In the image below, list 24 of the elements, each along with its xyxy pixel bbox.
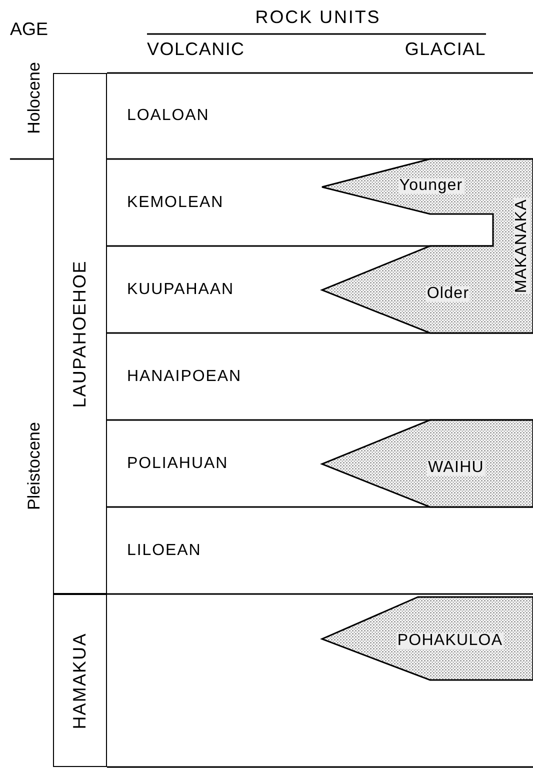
column-heading: AGE bbox=[10, 20, 48, 38]
stage-name: KEMOLEAN bbox=[127, 192, 224, 212]
column-heading: ROCK UNITS bbox=[255, 8, 381, 26]
unit-name: Older bbox=[426, 286, 470, 302]
age-name: Pleistocene bbox=[26, 422, 42, 510]
glacial-wedge bbox=[322, 420, 533, 507]
column-heading: GLACIAL bbox=[404, 40, 486, 58]
unit-name: WAIHU bbox=[427, 460, 485, 476]
formation-band bbox=[53, 594, 107, 767]
stage-name: LOALOAN bbox=[127, 106, 210, 126]
unit-name: POHAKULOA bbox=[396, 633, 504, 649]
formation-name: LAUPAHOEHOE bbox=[68, 260, 90, 408]
unit-name: MAKANAKA bbox=[514, 198, 530, 294]
stage-name: HANAIPOEAN bbox=[127, 366, 242, 386]
formation-name: HAMAKUA bbox=[68, 632, 90, 729]
stage-name: KUUPAHAAN bbox=[127, 280, 234, 300]
formation-band bbox=[53, 73, 107, 594]
unit-name: Younger bbox=[398, 178, 464, 194]
glacial-wedge bbox=[322, 159, 533, 333]
glacial-wedge bbox=[322, 597, 533, 680]
column-heading: VOLCANIC bbox=[147, 40, 245, 58]
stage-name: POLIAHUAN bbox=[127, 454, 228, 474]
stage-name: LILOEAN bbox=[127, 540, 202, 560]
age-name: Holocene bbox=[26, 62, 42, 134]
